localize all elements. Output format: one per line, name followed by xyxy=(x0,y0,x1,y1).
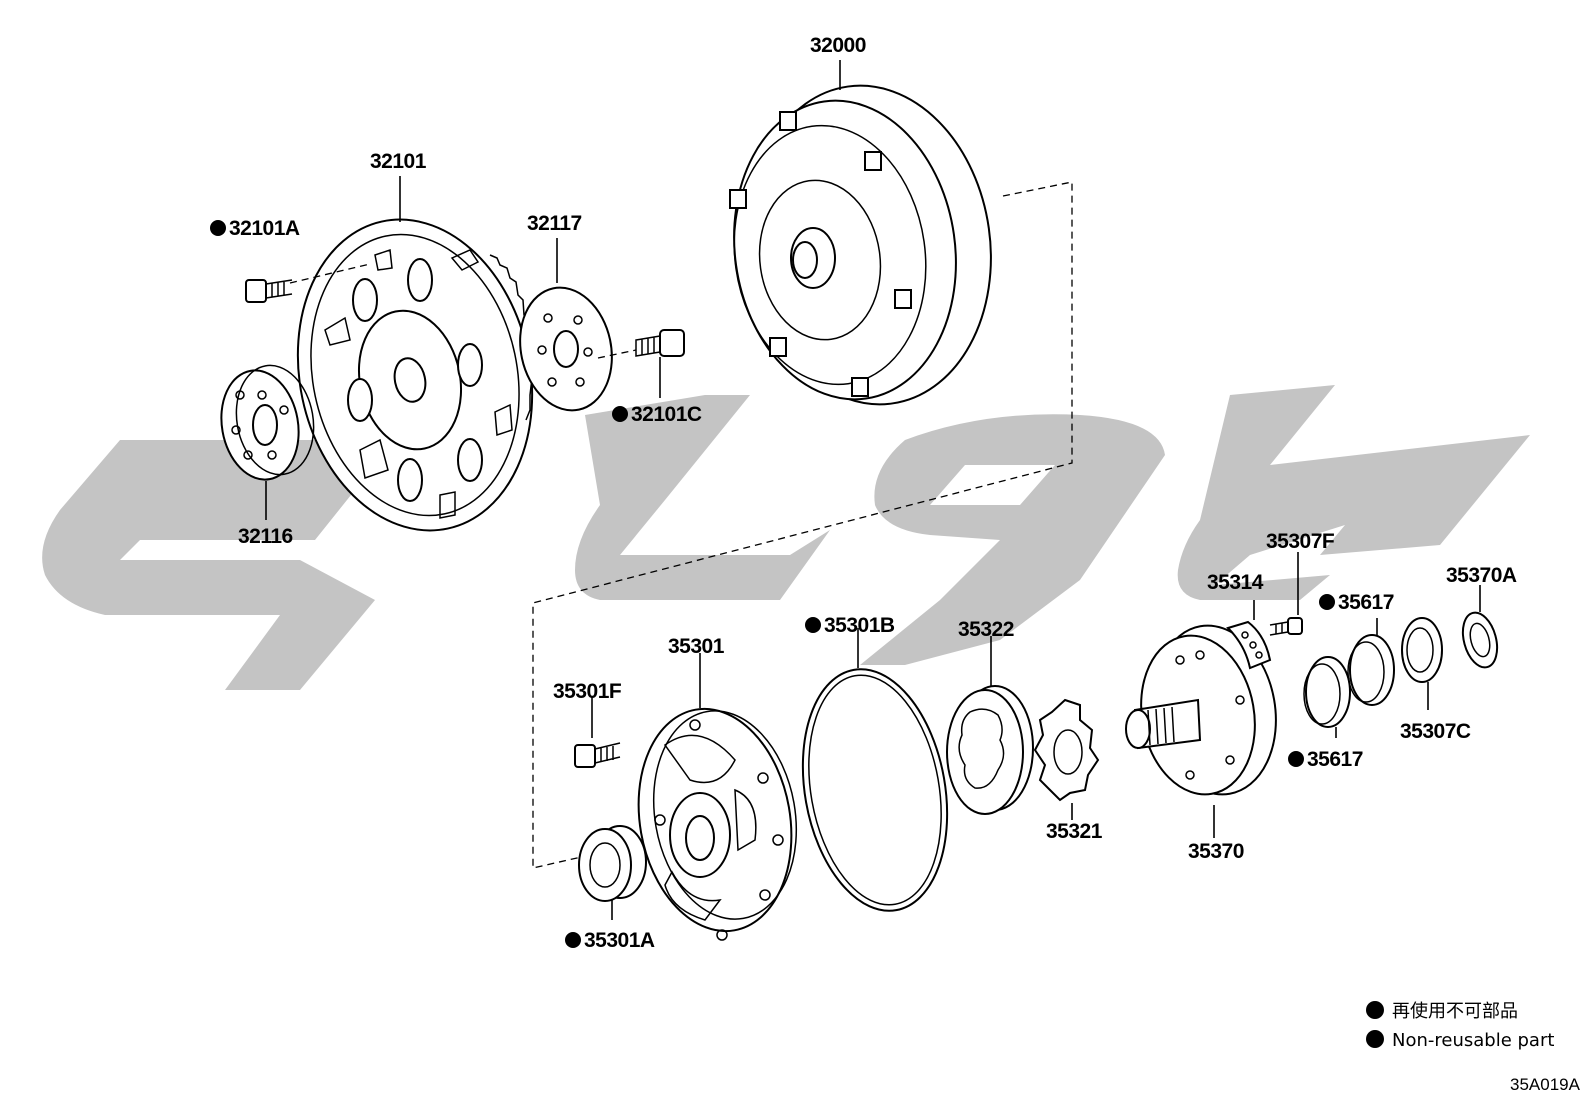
label-35321: 35321 xyxy=(1046,820,1103,843)
legend-text-en: Non-reusable part xyxy=(1392,1030,1554,1051)
stator-shaft-35370 xyxy=(1125,624,1277,796)
bolt-35301f xyxy=(574,742,621,768)
seal-ring-35617-b xyxy=(1347,634,1395,706)
label-35301: 35301 xyxy=(668,635,725,658)
bearing-35370a xyxy=(1461,611,1499,669)
label-35617-a: 35617 xyxy=(1338,591,1394,614)
legend: 再使用不可部品 Non-reusable part xyxy=(1366,1001,1554,1051)
label-35307f: 35307F xyxy=(1266,530,1335,553)
label-35314: 35314 xyxy=(1207,571,1264,594)
figure-code: 35A019A xyxy=(1510,1075,1581,1094)
nonreusable-dot-32101a xyxy=(210,220,226,236)
label-35370: 35370 xyxy=(1188,840,1244,863)
nonreusable-dot-35301a xyxy=(565,932,581,948)
label-32000: 32000 xyxy=(810,34,866,57)
legend-dot-jp xyxy=(1366,1001,1384,1019)
plate-35314 xyxy=(1226,620,1272,670)
nonreusable-dot-32101c xyxy=(612,406,628,422)
label-32117: 32117 xyxy=(527,212,582,235)
plate-32116 xyxy=(220,364,315,481)
label-32101: 32101 xyxy=(370,150,427,173)
nonreusable-dot-35617-b xyxy=(1288,751,1304,767)
bolt-32101a xyxy=(245,263,371,303)
plate-32117 xyxy=(519,286,613,412)
torque-converter-32000 xyxy=(729,84,992,406)
label-32116: 32116 xyxy=(238,525,293,548)
pump-body-35301 xyxy=(637,707,798,941)
nonreusable-dot-35301b xyxy=(805,617,821,633)
watermark-logo xyxy=(42,385,1530,690)
assembly-dashed-outline xyxy=(532,181,1073,869)
o-ring-35301b xyxy=(801,668,949,912)
bolt-35307f xyxy=(1269,617,1303,636)
label-32101a: 32101A xyxy=(229,217,300,240)
drive-gear-35321 xyxy=(1033,698,1100,802)
driven-gear-35322 xyxy=(946,685,1034,815)
label-35370a: 35370A xyxy=(1446,564,1517,587)
seal-ring-35617-a xyxy=(1303,656,1351,728)
label-35307c: 35307C xyxy=(1400,720,1471,743)
label-35301b: 35301B xyxy=(824,614,895,637)
label-35301a: 35301A xyxy=(584,929,655,952)
nonreusable-dot-35617-a xyxy=(1319,594,1335,610)
drive-plate-32101 xyxy=(296,218,534,532)
label-35617-b: 35617 xyxy=(1307,748,1363,771)
label-35322: 35322 xyxy=(958,618,1014,641)
label-32101c: 32101C xyxy=(631,403,702,426)
oil-seal-35301a xyxy=(578,825,647,902)
thrust-washer-35307c xyxy=(1401,617,1443,683)
leader-lines xyxy=(265,60,1481,920)
legend-dot-en xyxy=(1366,1030,1384,1048)
legend-text-jp: 再使用不可部品 xyxy=(1392,1001,1518,1022)
bolt-32101c xyxy=(597,329,685,359)
part-labels: 32000 32101 32101A 32117 32101C 32116 35… xyxy=(210,34,1517,952)
label-35301f: 35301F xyxy=(553,680,622,703)
